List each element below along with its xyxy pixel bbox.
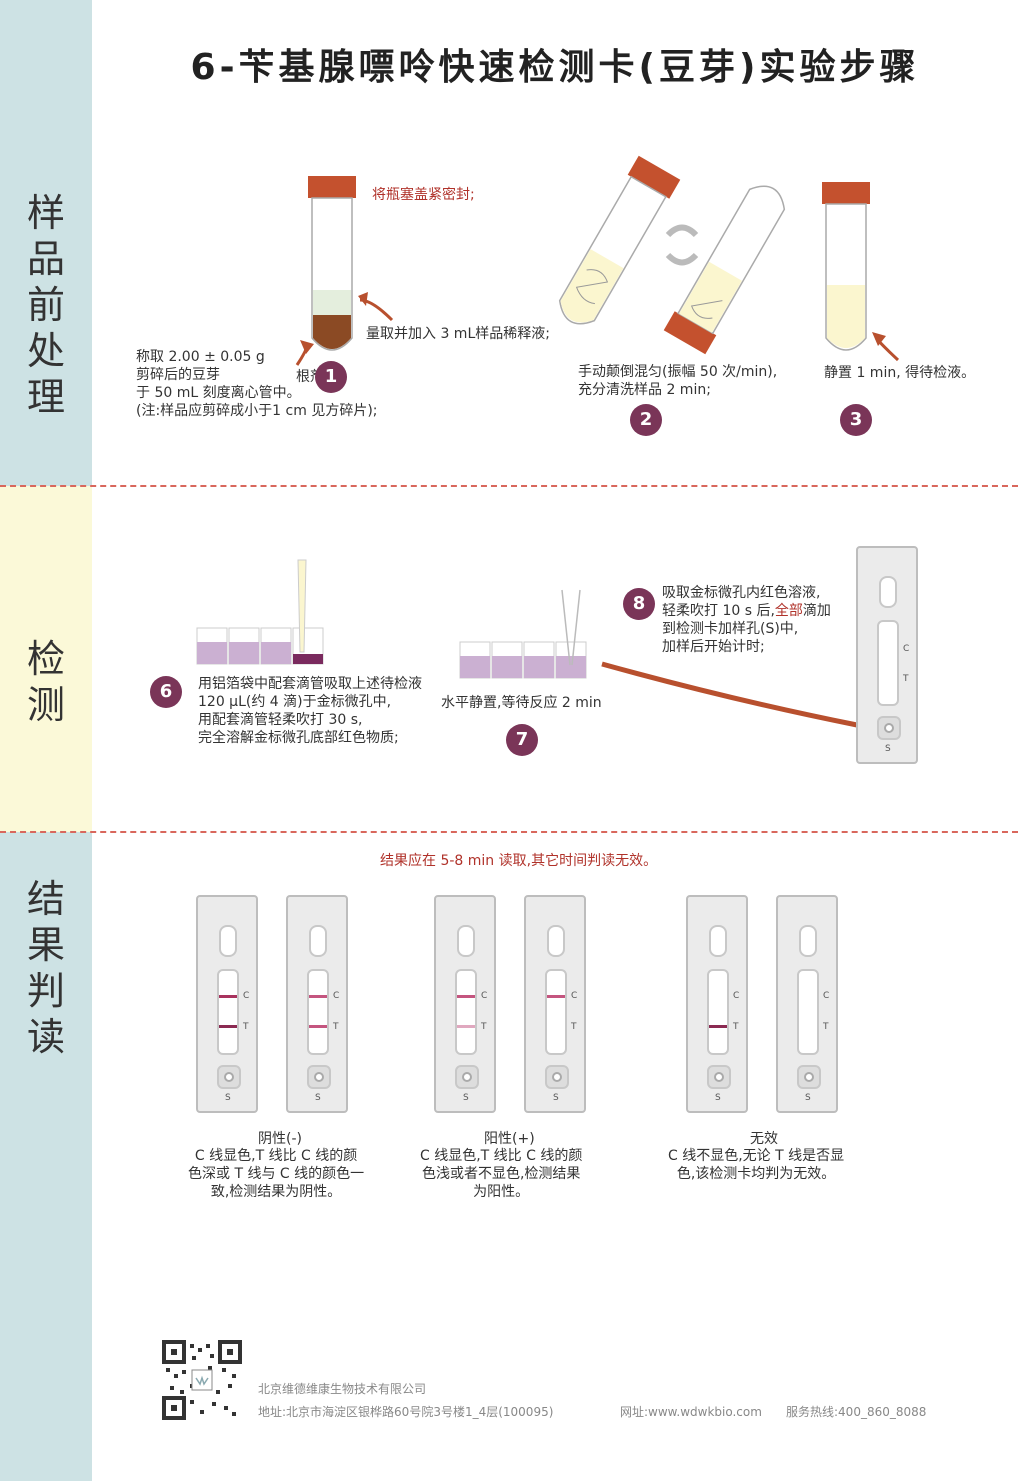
step-number-6: 6 <box>150 676 182 708</box>
centrifuge-tube-1 <box>308 176 356 351</box>
sidebar-detect <box>0 486 92 832</box>
step6-text: 用铝箔袋中配套滴管吸取上述待检液 120 µL(约 4 滴)于金标微孔中, 用配… <box>198 676 422 746</box>
step2-text: 手动颠倒混匀(振幅 50 次/min), 充分清洗样品 2 min; <box>578 364 778 398</box>
result-test-card: C T S <box>196 895 258 1113</box>
footer-company: 北京维德维康生物技术有限公司 <box>258 1382 427 1396</box>
result-positive-name: 阳性(+) <box>484 1131 535 1147</box>
result-test-card: C T S <box>434 895 496 1113</box>
footer-website[interactable]: 网址:www.wdwkbio.com <box>620 1405 762 1419</box>
centrifuge-tube-2b <box>663 185 786 355</box>
result-invalid-name: 无效 <box>750 1131 778 1147</box>
sidebar-result <box>0 832 92 1481</box>
section-divider <box>0 485 1018 487</box>
detect-illustrations <box>196 559 882 736</box>
step7-text: 水平静置,等待反应 2 min <box>441 695 602 711</box>
section-label-prep: 样品前处理 <box>26 191 65 419</box>
step-number-8: 8 <box>623 588 655 620</box>
centrifuge-tube-2a <box>558 155 681 325</box>
result-test-card: C T S <box>524 895 586 1113</box>
footer-address: 地址:北京市海淀区银桦路60号院3号楼1_4层(100095) <box>258 1405 554 1419</box>
result-positive-desc: C 线显色,T 线比 C 线的颜 色浅或者不显色,检测结果 为阳性。 <box>420 1148 583 1200</box>
microwell-strip-6 <box>196 559 324 665</box>
step1-weigh-text: 称取 2.00 ± 0.05 g 剪碎后的豆芽 于 50 mL 刻度离心管中。 … <box>136 349 378 419</box>
result-test-card: C T S <box>286 895 348 1113</box>
page-title: 6-苄基腺嘌呤快速检测卡(豆芽)实验步骤 <box>190 47 920 88</box>
result-negative-desc: C 线显色,T 线比 C 线的颜 色深或 T 线与 C 线的颜色一 致,检测结果… <box>188 1148 365 1200</box>
centrifuge-tube-3 <box>822 182 870 351</box>
result-negative-name: 阴性(-) <box>258 1131 302 1147</box>
section-label-result: 结果判读 <box>26 877 65 1059</box>
result-test-card: C T S <box>776 895 838 1113</box>
section-divider <box>0 831 1018 833</box>
test-card-large: C T S <box>856 546 918 764</box>
step3-text: 静置 1 min, 得待检液。 <box>824 365 976 381</box>
step-number-7: 7 <box>506 724 538 756</box>
qr-code-icon <box>162 1340 242 1420</box>
prep-illustrations <box>295 155 900 366</box>
result-invalid-desc: C 线不显色,无论 T 线是否显 色,该检测卡均判为无效。 <box>668 1148 845 1182</box>
step8-text: 吸取金标微孔内红色溶液, 轻柔吹打 10 s 后,全部滴加 到检测卡加样孔(S)… <box>662 585 831 655</box>
result-test-card: C T S <box>686 895 748 1113</box>
result-timing-note: 结果应在 5-8 min 读取,其它时间判读无效。 <box>380 853 658 869</box>
step1-seal-text: 将瓶塞盖紧密封; <box>372 187 475 203</box>
step1-diluent-text: 量取并加入 3 mL样品稀释液; <box>366 326 550 342</box>
step-number-3: 3 <box>840 404 872 436</box>
section-label-detect: 检测 <box>26 637 65 727</box>
step-number-1: 1 <box>315 361 347 393</box>
microwell-strip-7 <box>459 589 587 679</box>
sidebar-prep <box>0 0 92 486</box>
step-number-2: 2 <box>630 404 662 436</box>
footer-hotline: 服务热线:400_860_8088 <box>786 1405 927 1419</box>
